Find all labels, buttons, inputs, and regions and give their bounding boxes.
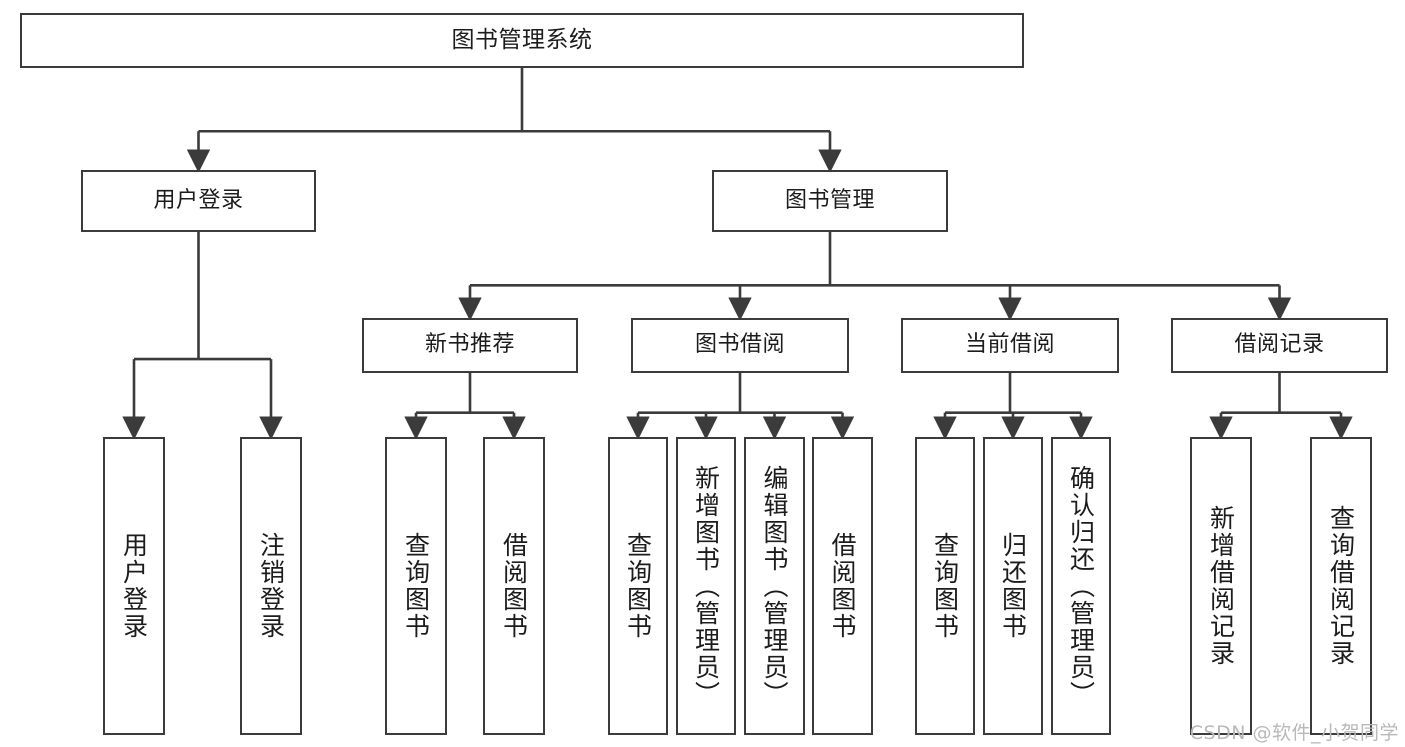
node-leaf-query-book-1-label: 查询图书 xyxy=(401,532,431,640)
node-root-label: 图书管理系统 xyxy=(451,26,593,53)
node-leaf-logout[interactable]: 注销登录 xyxy=(240,437,302,735)
node-leaf-return-book[interactable]: 归还图书 xyxy=(983,437,1043,735)
node-borrow-record[interactable]: 借阅记录 xyxy=(1171,318,1388,373)
node-leaf-return-book-label: 归还图书 xyxy=(998,532,1028,640)
node-book-borrow-label: 图书借阅 xyxy=(694,332,785,358)
node-leaf-query-book-1[interactable]: 查询图书 xyxy=(385,437,447,735)
node-book-manage[interactable]: 图书管理 xyxy=(712,170,948,232)
node-user-login-label: 用户登录 xyxy=(153,187,244,213)
node-leaf-query-book-3[interactable]: 查询图书 xyxy=(915,437,975,735)
node-leaf-query-record[interactable]: 查询借阅记录 xyxy=(1310,437,1372,735)
node-leaf-borrow-book-1[interactable]: 借阅图书 xyxy=(483,437,545,735)
node-book-borrow[interactable]: 图书借阅 xyxy=(631,318,849,373)
node-book-manage-label: 图书管理 xyxy=(784,187,875,213)
node-root[interactable]: 图书管理系统 xyxy=(20,13,1024,68)
node-new-book-recommend-label: 新书推荐 xyxy=(424,332,515,358)
node-leaf-user-login-label: 用户登录 xyxy=(119,532,149,640)
node-borrow-record-label: 借阅记录 xyxy=(1234,332,1325,358)
node-leaf-edit-book-label: 编辑图书（管理员） xyxy=(760,464,789,708)
node-leaf-query-book-3-label: 查询图书 xyxy=(930,532,960,640)
node-new-book-recommend[interactable]: 新书推荐 xyxy=(362,318,578,373)
node-leaf-query-book-2[interactable]: 查询图书 xyxy=(608,437,668,735)
node-leaf-add-book[interactable]: 新增图书（管理员） xyxy=(676,437,736,735)
node-current-borrow-label: 当前借阅 xyxy=(964,332,1055,358)
node-leaf-logout-label: 注销登录 xyxy=(256,532,286,640)
node-leaf-borrow-book-2-label: 借阅图书 xyxy=(828,532,857,640)
node-leaf-query-record-label: 查询借阅记录 xyxy=(1326,505,1356,667)
node-leaf-user-login[interactable]: 用户登录 xyxy=(103,437,165,735)
node-current-borrow[interactable]: 当前借阅 xyxy=(901,318,1119,373)
node-leaf-confirm-return[interactable]: 确认归还（管理员） xyxy=(1051,437,1111,735)
node-leaf-borrow-book-1-label: 借阅图书 xyxy=(499,532,529,640)
node-user-login[interactable]: 用户登录 xyxy=(81,170,316,232)
node-leaf-add-book-label: 新增图书（管理员） xyxy=(691,464,721,708)
node-leaf-add-record[interactable]: 新增借阅记录 xyxy=(1190,437,1252,735)
node-leaf-confirm-return-label: 确认归还（管理员） xyxy=(1066,464,1096,708)
node-leaf-query-book-2-label: 查询图书 xyxy=(623,532,653,640)
watermark: CSDN @软件_小贺同学 xyxy=(1189,722,1399,744)
node-leaf-add-record-label: 新增借阅记录 xyxy=(1206,505,1236,667)
node-leaf-borrow-book-2[interactable]: 借阅图书 xyxy=(812,437,873,735)
node-leaf-edit-book[interactable]: 编辑图书（管理员） xyxy=(744,437,805,735)
